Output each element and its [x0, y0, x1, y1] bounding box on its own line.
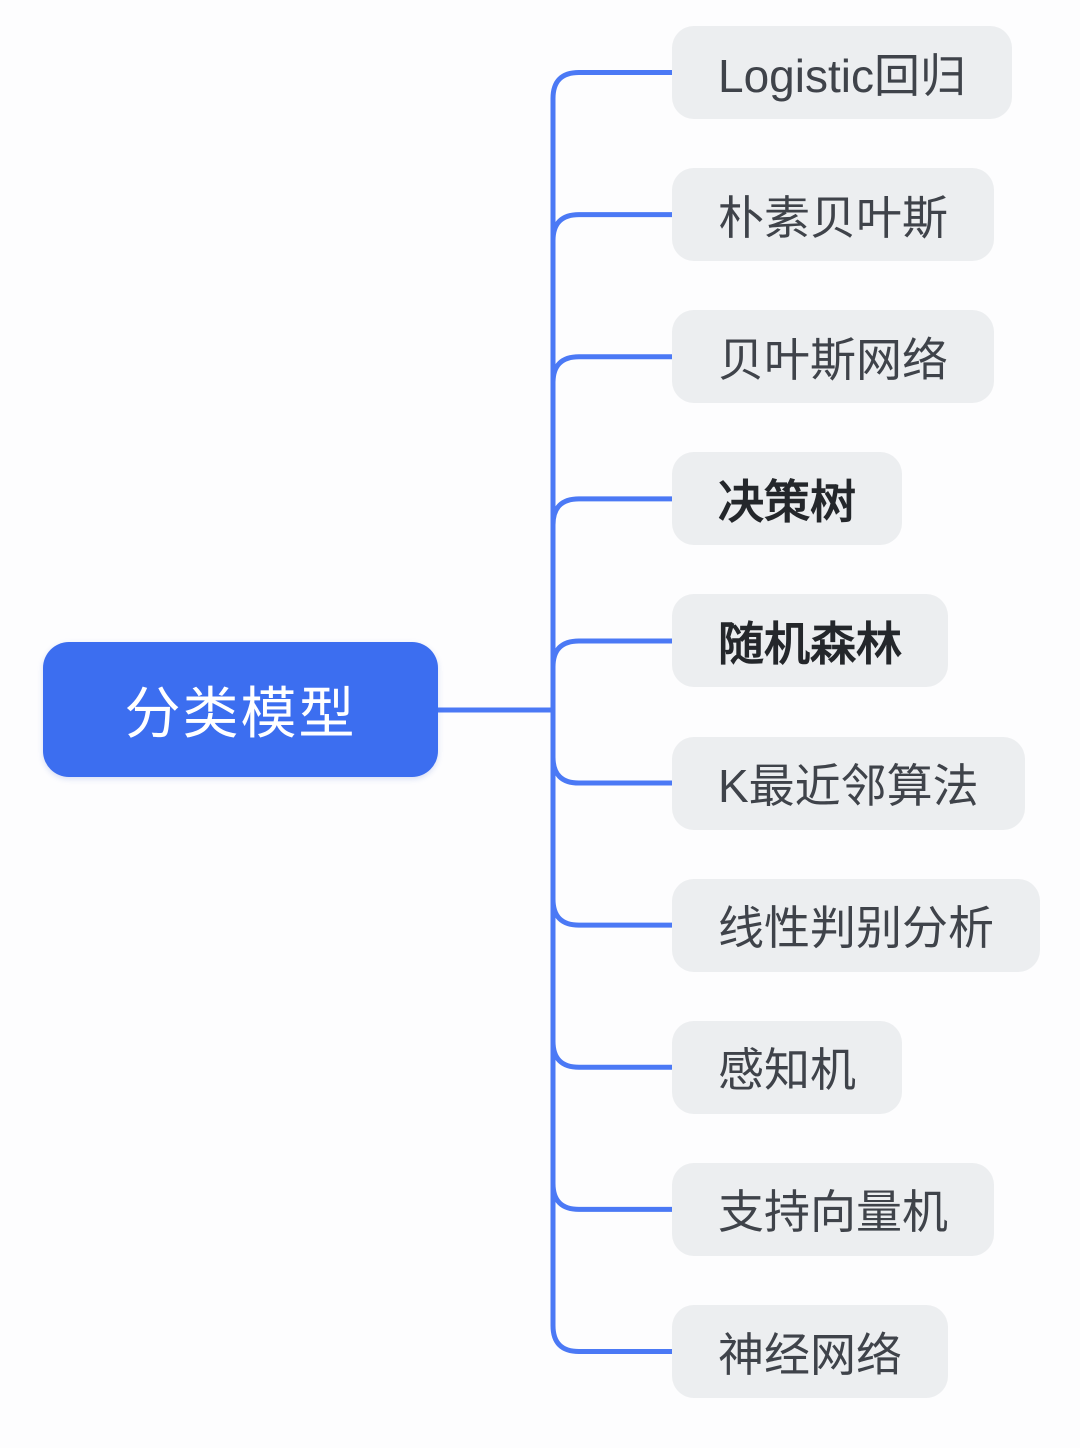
child-node-label: 随机森林 — [718, 617, 902, 670]
child-node-label: 贝叶斯网络 — [718, 333, 948, 386]
child-node-label: Logistic回归 — [718, 49, 966, 102]
child-node[interactable]: 朴素贝叶斯 — [672, 168, 994, 262]
child-node-label: 朴素贝叶斯 — [718, 191, 948, 244]
child-node-label: K最近邻算法 — [718, 760, 979, 813]
child-node[interactable]: 神经网络 — [672, 1305, 948, 1398]
child-node[interactable]: 贝叶斯网络 — [672, 310, 994, 404]
child-node[interactable]: 决策树 — [672, 452, 902, 546]
child-node-label: 神经网络 — [718, 1328, 902, 1381]
child-node-label: 决策树 — [718, 475, 856, 528]
root-node-label: 分类模型 — [124, 682, 357, 745]
child-node[interactable]: K最近邻算法 — [672, 736, 1025, 830]
child-node[interactable]: 随机森林 — [672, 594, 948, 688]
child-node[interactable]: 支持向量机 — [672, 1162, 994, 1256]
child-node[interactable]: Logistic回归 — [672, 26, 1012, 119]
child-node-label: 感知机 — [718, 1044, 856, 1097]
child-node[interactable]: 线性判别分析 — [672, 878, 1040, 972]
child-node[interactable]: 感知机 — [672, 1020, 902, 1114]
child-node-label: 支持向量机 — [718, 1186, 948, 1239]
child-node-label: 线性判别分析 — [718, 902, 994, 955]
root-node-classification-models[interactable]: 分类模型 — [43, 642, 438, 777]
